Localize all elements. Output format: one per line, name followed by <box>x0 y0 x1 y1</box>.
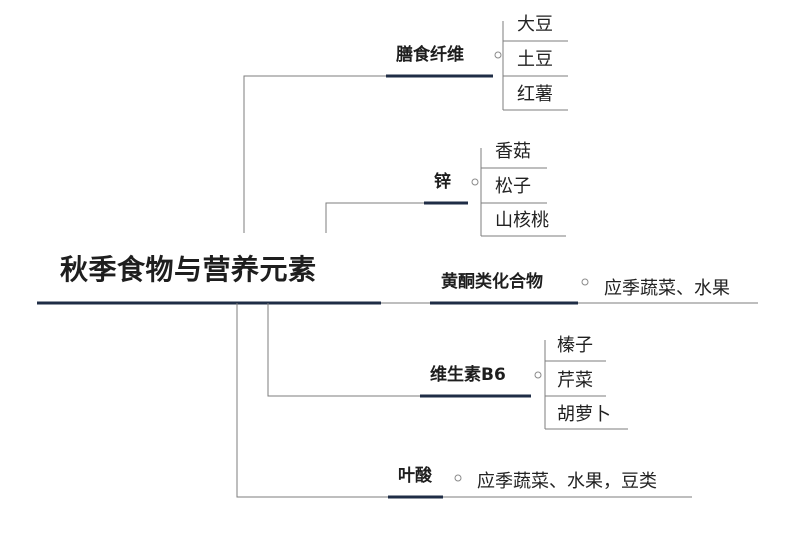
leaf-potato[interactable]: 土豆 <box>517 49 553 70</box>
branch-folic-acid[interactable]: 叶酸 <box>398 466 432 486</box>
leaf-celery[interactable]: 芹菜 <box>557 370 593 391</box>
leaf-soybean[interactable]: 大豆 <box>517 14 553 35</box>
leaf-shiitake[interactable]: 香菇 <box>495 141 531 162</box>
leaf-carrot[interactable]: 胡萝卜 <box>557 404 611 425</box>
root-topic[interactable]: 秋季食物与营养元素 <box>60 253 317 286</box>
leaf-hazelnut[interactable]: 榛子 <box>557 335 593 356</box>
leaf-hickory-nut[interactable]: 山核桃 <box>495 210 549 231</box>
leaf-pine-nut[interactable]: 松子 <box>495 176 531 197</box>
leaf-seasonal-produce[interactable]: 应季蔬菜、水果 <box>604 278 730 299</box>
branch-vitamin-b6[interactable]: 维生素B6 <box>430 365 506 385</box>
branch-zinc[interactable]: 锌 <box>434 172 451 192</box>
branch-flavonoids[interactable]: 黄酮类化合物 <box>441 272 543 292</box>
leaf-seasonal-produce-beans[interactable]: 应季蔬菜、水果，豆类 <box>477 471 657 492</box>
branch-dietary-fiber[interactable]: 膳食纤维 <box>396 45 464 65</box>
leaf-sweet-potato[interactable]: 红薯 <box>517 84 553 105</box>
